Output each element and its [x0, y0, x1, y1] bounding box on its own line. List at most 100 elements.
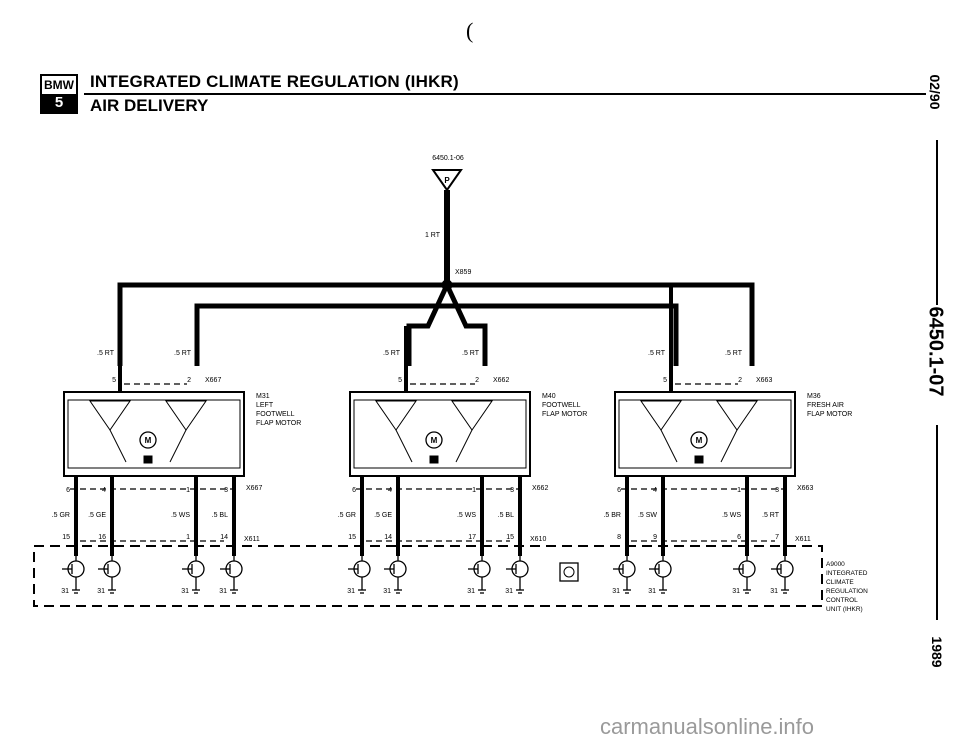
motor-3-bottom-pin: 3 — [775, 487, 779, 494]
motor-2-wire-color-label: .5 GE — [374, 512, 392, 519]
motor-1-name-line: M31 — [256, 393, 270, 400]
motor-3-limit-switch-left — [640, 400, 682, 431]
motor-1-wire-color-label: .5 BL — [212, 512, 228, 519]
motor-1-position-sensor — [143, 455, 153, 464]
motor-3-lead-right — [720, 429, 738, 463]
center-right-branch-wire — [444, 283, 488, 366]
control-unit-name-line: INTEGRATED — [826, 570, 868, 577]
motor-2-pin-top-left: 5 — [398, 377, 402, 384]
motor-2-bottom-pin: 4 — [388, 487, 392, 494]
motor-2-bottom-pin: 3 — [510, 487, 514, 494]
motor-2-lead-left — [395, 429, 413, 463]
motor-3-ground-label: 31 — [648, 588, 656, 595]
motor-2-position-sensor — [429, 455, 439, 464]
motor-2-name-line: FLAP MOTOR — [542, 411, 587, 418]
motor-2-feed-left-label: .5 RT — [383, 350, 401, 357]
motor-1-pin-top-left: 5 — [112, 377, 116, 384]
motor-1-motor-symbol-label: M — [145, 436, 152, 445]
control-unit-name-line: REGULATION — [826, 588, 868, 595]
motor-3-name-line: FLAP MOTOR — [807, 411, 852, 418]
motor-3-pin-top-left: 5 — [663, 377, 667, 384]
motor-1-ground-label: 31 — [181, 588, 189, 595]
inner-distribution-wire — [194, 303, 679, 366]
motor-2-inner-frame — [353, 399, 527, 469]
motor-3-ground-label: 31 — [732, 588, 740, 595]
motor-1-limit-switch-left — [89, 400, 131, 431]
motor-3-limit-switch-right — [716, 400, 758, 431]
motor-1-ground-label: 31 — [219, 588, 227, 595]
watermark: carmanualsonline.info — [600, 714, 815, 739]
motor-3-unit-connector-label: X611 — [795, 536, 811, 543]
motor-3-motor-symbol-label: M — [696, 436, 703, 445]
motor-2-unit-pin: 14 — [384, 534, 392, 541]
motor-2-ground-label: 31 — [347, 588, 355, 595]
motor-3-bottom-pin: 1 — [737, 487, 741, 494]
margin-mark: ( — [466, 18, 474, 43]
motor-1-ground-label: 31 — [61, 588, 69, 595]
power-terminal-label: P — [444, 176, 450, 185]
motor-3-unit-pin: 9 — [653, 534, 657, 541]
motor-2-bottom-connector-label: X662 — [532, 485, 548, 492]
motor-2-unit-pin: 17 — [468, 534, 476, 541]
page-title: INTEGRATED CLIMATE REGULATION (IHKR) — [90, 72, 459, 91]
motor-3-inner-frame — [618, 399, 792, 469]
center-left-branch-wire — [406, 283, 450, 366]
motor-1-ground-label: 31 — [97, 588, 105, 595]
motor-1-top-connector-label: X667 — [205, 377, 221, 384]
splice-node — [441, 279, 453, 291]
motor-3-wire-color-label: .5 BR — [603, 512, 621, 519]
motor-2-feed-right-label: .5 RT — [462, 350, 480, 357]
motor-1-unit-pin: 14 — [220, 534, 228, 541]
control-unit-name-line: CONTROL — [826, 597, 858, 604]
motor-2-name-line: M40 — [542, 393, 556, 400]
motor-2-motor-symbol — [425, 431, 443, 449]
motor-3-ground-label: 31 — [770, 588, 778, 595]
control-unit-boundary — [33, 545, 823, 607]
side-rule-top — [936, 140, 938, 305]
motor-1-bottom-connector-label: X667 — [246, 485, 262, 492]
power-terminal-triangle — [431, 169, 463, 192]
motor-1-bottom-pin: 3 — [224, 487, 228, 494]
motor-1-lead-right — [169, 429, 187, 463]
splice-label: X859 — [455, 269, 471, 276]
motor-2-bottom-pin: 1 — [472, 487, 476, 494]
motor-1-motor-symbol — [139, 431, 157, 449]
motor-1-bottom-pin: 1 — [186, 487, 190, 494]
motor-3-wire-color-label: .5 SW — [638, 512, 657, 519]
motor-2-pin-top-right: 2 — [475, 377, 479, 384]
motor-2-unit-connector-label: X610 — [530, 536, 546, 543]
motor-2-limit-switch-right — [451, 400, 493, 431]
motor-2-ground-label: 31 — [467, 588, 475, 595]
motor-2-limit-switch-left — [375, 400, 417, 431]
motor-2-motor-symbol-label: M — [431, 436, 438, 445]
motor-2-wire-color-label: .5 GR — [338, 512, 356, 519]
motor-2-top-connector-label: X662 — [493, 377, 509, 384]
motor-3-unit-pin: 8 — [617, 534, 621, 541]
motor-3-name-line: M36 — [807, 393, 821, 400]
motor-3-ground-label: 31 — [612, 588, 620, 595]
motor-3-unit-pin: 7 — [775, 534, 779, 541]
motor-1-feed-right-label: .5 RT — [174, 350, 192, 357]
motor-3-bottom-pin: 4 — [653, 487, 657, 494]
motor-2-unit-pin: 15 — [506, 534, 514, 541]
motor-1-wire-color-label: .5 GR — [52, 512, 70, 519]
main-feed-wire-label: 1 RT — [425, 232, 441, 239]
title-rule — [84, 93, 926, 95]
motor-2-lead-right — [455, 429, 473, 463]
motor-2-bottom-pin: 6 — [352, 487, 356, 494]
motor-1-name-line: FOOTWELL — [256, 411, 295, 418]
page-subtitle: AIR DELIVERY — [90, 96, 209, 115]
motor-3-pin-top-right: 2 — [738, 377, 742, 384]
motor-2-wire-color-label: .5 BL — [498, 512, 514, 519]
motor-1-wire-color-label: .5 GE — [88, 512, 106, 519]
control-unit-name-line: CLIMATE — [826, 579, 854, 586]
bmw-5-series-logo: BMW 5 — [40, 74, 78, 114]
control-unit-name-line: UNIT (IHKR) — [826, 606, 863, 613]
motor-3-name-line: FRESH AIR — [807, 402, 844, 409]
control-unit-symbol — [559, 562, 579, 582]
motor-1-lead-left — [109, 429, 127, 463]
motor-3-bottom-pin: 6 — [617, 487, 621, 494]
motor-3-feed-left-label: .5 RT — [648, 350, 666, 357]
motor-3-motor-symbol — [690, 431, 708, 449]
